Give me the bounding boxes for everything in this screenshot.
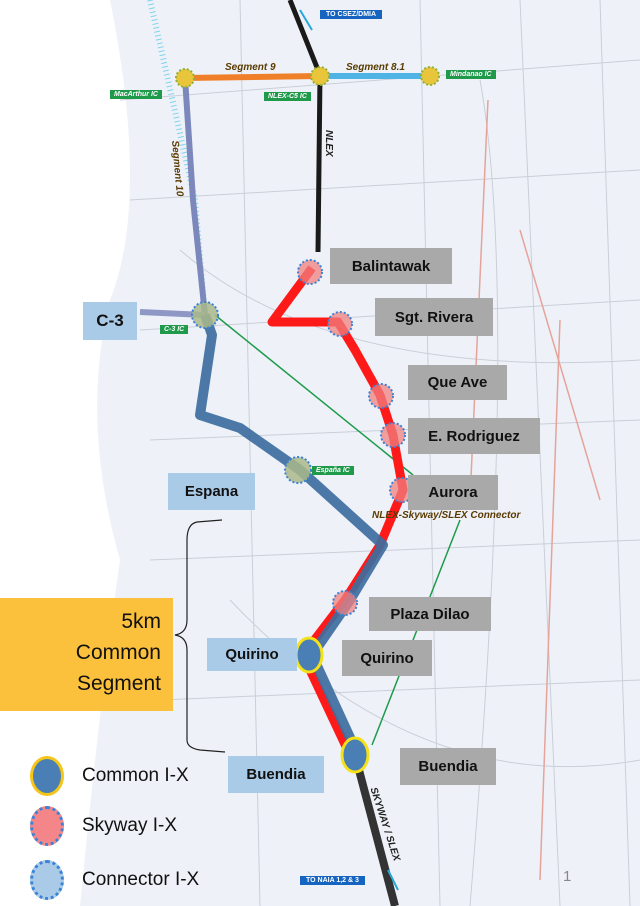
mindanao-ic-tag: Mindanao IC [446, 70, 496, 79]
c3-label: C-3 [83, 302, 137, 340]
plaza-dilao-ix-marker [332, 590, 358, 616]
to-naia-sign: TO NAIA 1,2 & 3 [300, 876, 365, 885]
quirino-skyway-label: Quirino [342, 640, 432, 676]
to-csez-dmia-sign: TO CSEZ/DMIA [320, 10, 383, 19]
que-ave-ix-marker [368, 383, 394, 409]
quirino-common-ix-marker [294, 636, 324, 674]
quirino-connector-label: Quirino [207, 638, 297, 671]
legend-common-ix: Common I-X [30, 756, 189, 796]
connector-label: NLEX-Skyway/SLEX Connector [372, 510, 521, 521]
segment-9-line [184, 73, 321, 81]
connector-ix-swatch-icon [30, 860, 64, 900]
south-arrow-icon [387, 869, 399, 891]
north-arrow-icon [299, 9, 313, 31]
macarthur-ic-tag: MacArthur IC [110, 90, 162, 99]
c3-ic-tag: C-3 IC [160, 325, 189, 334]
plaza-dilao-label: Plaza Dilao [369, 597, 491, 631]
segment-10-line [182, 77, 208, 316]
balintawak-ix-marker [297, 259, 323, 285]
e-rodriguez-ix-marker [380, 422, 406, 448]
e-rodriguez-label: E. Rodriguez [408, 418, 540, 454]
page-number: 1 [563, 868, 572, 885]
mindanao-ic-marker [420, 66, 440, 86]
c3-ix-marker [191, 301, 219, 329]
legend-skyway-ix: Skyway I-X [30, 806, 177, 846]
sgt-rivera-label: Sgt. Rivera [375, 298, 493, 336]
callout-line: Common [75, 641, 161, 664]
legend-label: Common I-X [82, 765, 189, 786]
nlex-label: NLEX [323, 130, 334, 157]
aurora-label: Aurora [408, 475, 498, 510]
sgt-rivera-ix-marker [327, 311, 353, 337]
common-segment-callout: 5km Common Segment [0, 598, 173, 711]
common-segment-brace [174, 519, 226, 753]
skyway-ix-swatch-icon [30, 806, 64, 846]
nlex-c5-ic-tag: NLEX-C5 IC [264, 92, 311, 101]
que-ave-label: Que Ave [408, 365, 507, 400]
slex-road [351, 753, 399, 906]
espana-label: Espana [168, 473, 255, 510]
legend-connector-ix: Connector I-X [30, 860, 199, 900]
callout-line: Segment [76, 672, 161, 695]
legend-label: Skyway I-X [82, 815, 178, 836]
segment-9-label: Segment 9 [225, 62, 276, 73]
macarthur-ic-marker [175, 68, 195, 88]
buendia-common-ix-marker [340, 736, 370, 774]
balintawak-label: Balintawak [330, 248, 452, 284]
connector-pointer [371, 519, 461, 746]
espana-ic-tag: España IC [312, 466, 354, 475]
callout-line: 5km [121, 610, 161, 633]
legend-label: Connector I-X [82, 869, 200, 890]
segment-8-1-label: Segment 8.1 [346, 62, 405, 73]
buendia-connector-label: Buendia [228, 756, 324, 793]
nlex-c5-ic-marker [310, 66, 330, 86]
buendia-skyway-label: Buendia [400, 748, 496, 785]
common-ix-swatch-icon [30, 756, 64, 796]
connector-pointer [214, 314, 414, 476]
espana-ix-marker [284, 456, 312, 484]
